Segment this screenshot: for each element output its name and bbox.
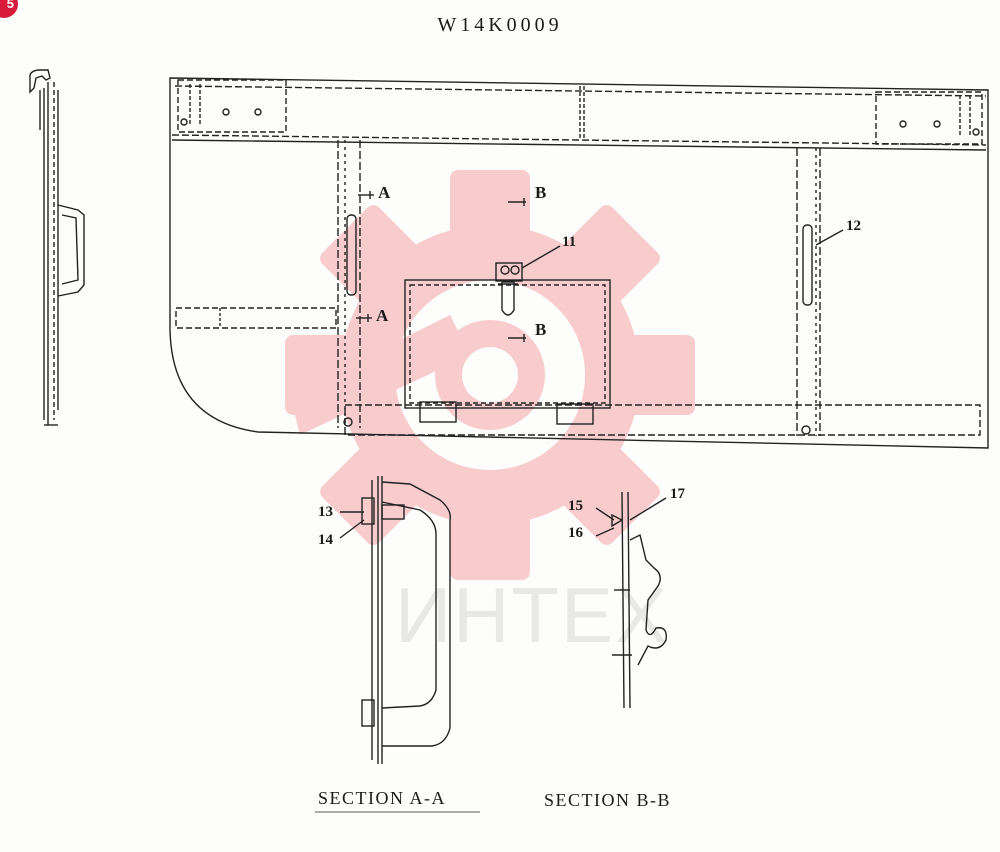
section-b-b xyxy=(595,491,667,709)
callout-11: 11 xyxy=(562,234,577,250)
callout-13: 13 xyxy=(318,504,333,520)
section-mark-a-top: A xyxy=(378,183,391,202)
drawing-title: W14K0009 xyxy=(437,14,563,36)
watermark-text: ИНТЕХ xyxy=(395,571,670,659)
page-badge: 5 xyxy=(0,0,18,18)
section-mark-b-bottom: B xyxy=(535,320,547,339)
callout-12: 12 xyxy=(846,218,861,234)
caption-section-a-a: SECTION A-A xyxy=(318,788,446,808)
callout-15: 15 xyxy=(568,498,583,514)
side-view xyxy=(29,69,85,426)
main-panel xyxy=(169,77,989,449)
section-mark-b-top: B xyxy=(535,183,547,202)
callout-14: 14 xyxy=(318,532,333,548)
section-a-a xyxy=(339,476,451,764)
caption-section-b-b: SECTION B-B xyxy=(544,790,672,810)
section-mark-a-bottom: A xyxy=(376,306,389,325)
callout-16: 16 xyxy=(568,525,583,541)
callout-17: 17 xyxy=(670,486,685,502)
